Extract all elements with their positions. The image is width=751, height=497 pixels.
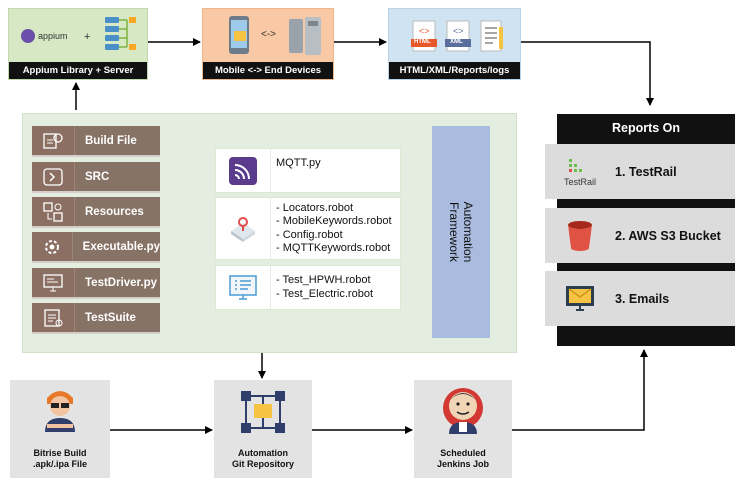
html-file-icon: <> xyxy=(411,20,437,52)
mobile-caption: Mobile <-> End Devices xyxy=(203,62,333,79)
testrail-icon: TestRail xyxy=(545,157,615,187)
arrow-jenkins-to-reports xyxy=(512,349,648,431)
file-line: - Config.robot xyxy=(276,228,343,241)
appliance-icon xyxy=(289,17,321,55)
appium-logo-icon xyxy=(21,29,35,43)
report-item-testrail: TestRail 1. TestRail xyxy=(545,144,735,199)
report-item-emails: 3. Emails xyxy=(545,271,735,326)
tile-src: SRC xyxy=(32,162,160,193)
email-icon xyxy=(545,284,615,314)
file-box-resources: - Locators.robot - MobileKeywords.robot … xyxy=(215,197,401,260)
tile-label: SRC xyxy=(85,170,110,183)
tile-resources: Resources xyxy=(32,197,160,228)
appium-box: appium + Appium Library + Server xyxy=(8,8,148,80)
output-files-box: <> HTML <> XML HTML/XML/Reports/logs xyxy=(388,8,521,80)
tile-testsuite: TestSuite xyxy=(32,303,160,334)
git-caption: Automation Git Repository xyxy=(231,448,294,469)
svg-text:<>: <> xyxy=(453,26,464,36)
jenkins-caption: Scheduled Jenkins Job xyxy=(436,448,490,469)
test-list-icon xyxy=(216,266,271,309)
report-label: 1. TestRail xyxy=(615,164,677,179)
reports-header: Reports On xyxy=(611,121,681,135)
suite-icon xyxy=(32,303,75,332)
s3-bucket-icon xyxy=(545,220,615,252)
jenkins-box: Scheduled Jenkins Job xyxy=(414,380,512,478)
plus-sign: + xyxy=(84,31,91,43)
xml-file-icon: <> xyxy=(445,20,471,52)
robot-resource-icon xyxy=(216,198,271,259)
xml-label: XML xyxy=(450,39,463,45)
git-network-icon xyxy=(241,391,285,433)
gear-icon xyxy=(32,232,73,261)
svg-text:<>: <> xyxy=(419,26,430,36)
tile-label: Resources xyxy=(85,205,144,218)
framework-label: Automation Framework xyxy=(447,201,475,263)
tile-testdriver: TestDriver.py xyxy=(32,268,160,299)
report-doc-icon xyxy=(480,20,503,52)
bidirectional-arrow: <-> xyxy=(261,29,277,40)
jenkins-icon xyxy=(443,388,483,434)
appium-logo: appium xyxy=(21,29,68,43)
server-icon xyxy=(105,17,136,50)
file-box-tests: - Test_HPWH.robot - Test_Electric.robot xyxy=(215,265,401,310)
phone-icon xyxy=(229,16,249,54)
tile-label: TestDriver.py xyxy=(85,276,158,289)
file-line: - Test_HPWH.robot xyxy=(276,274,371,286)
appium-caption: Appium Library + Server xyxy=(9,62,147,79)
file-line: MQTT.py xyxy=(276,157,321,169)
mobile-box: <-> Mobile <-> End Devices xyxy=(202,8,334,80)
testrail-logo-text: TestRail xyxy=(563,176,596,187)
tile-label: TestSuite xyxy=(85,311,136,324)
git-repository-box: Automation Git Repository xyxy=(214,380,312,478)
automation-framework-bar: Automation Framework xyxy=(432,126,490,338)
tile-build-file: Build File xyxy=(32,126,160,157)
developer-icon xyxy=(45,391,75,432)
monitor-icon xyxy=(32,268,75,297)
report-item-s3: 2. AWS S3 Bucket xyxy=(545,208,735,263)
resources-icon xyxy=(32,197,75,226)
file-line: - MobileKeywords.robot xyxy=(276,215,392,227)
tile-label: Executable.py xyxy=(82,240,160,253)
build-icon xyxy=(32,126,75,155)
tile-executable: Executable.py xyxy=(32,232,160,263)
arrow-files-to-reports-on xyxy=(521,41,654,106)
tile-label: Build File xyxy=(85,134,137,147)
file-line: - Locators.robot xyxy=(276,201,354,214)
file-box-mqtt: MQTT.py xyxy=(215,148,401,193)
output-files-caption: HTML/XML/Reports/logs xyxy=(389,62,520,79)
file-line: - Test_Electric.robot xyxy=(276,287,374,300)
report-label: 3. Emails xyxy=(615,291,670,306)
file-line: - MQTTKeywords.robot xyxy=(276,242,391,254)
html-label: HTML xyxy=(414,39,431,45)
report-label: 2. AWS S3 Bucket xyxy=(615,228,721,243)
bitrise-caption: Bitrise Build .apk/.ipa File xyxy=(32,448,88,469)
mqtt-icon xyxy=(216,149,271,192)
src-icon xyxy=(32,162,75,191)
bitrise-box: Bitrise Build .apk/.ipa File xyxy=(10,380,110,478)
